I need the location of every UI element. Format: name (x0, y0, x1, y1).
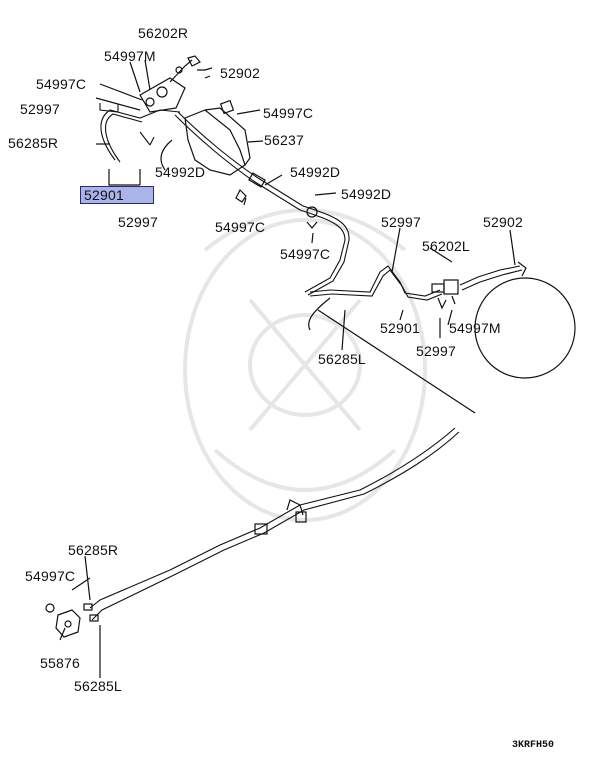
label-52997-a[interactable]: 52997 (20, 101, 60, 117)
label-52901-right[interactable]: 52901 (380, 320, 420, 336)
label-56202l[interactable]: 56202L (422, 238, 470, 254)
label-54997c-c[interactable]: 54997C (215, 219, 266, 235)
label-56285l-mid[interactable]: 56285L (318, 351, 366, 367)
label-56285l-bot[interactable]: 56285L (74, 678, 122, 694)
label-54997c-b[interactable]: 54997C (263, 105, 314, 121)
label-52901-highlight[interactable]: 52901 (80, 186, 154, 204)
label-56285r-top[interactable]: 56285R (8, 135, 59, 151)
label-55876[interactable]: 55876 (40, 655, 80, 671)
label-54997c-e[interactable]: 54997C (25, 568, 76, 584)
label-54992d-b[interactable]: 54992D (290, 164, 341, 180)
label-52997-c[interactable]: 52997 (381, 214, 421, 230)
label-56237[interactable]: 56237 (264, 132, 304, 148)
brake-pipe-center[interactable] (174, 111, 350, 296)
brake-pipe-underbody[interactable] (89, 427, 460, 621)
rear-brake-junction[interactable] (45, 603, 99, 638)
label-54997m-top[interactable]: 54997M (104, 48, 156, 64)
diagram-code: 3KRFH50 (512, 740, 555, 751)
watermark-emblem (183, 208, 427, 522)
label-52902-top[interactable]: 52902 (220, 65, 260, 81)
label-54997c-a[interactable]: 54997C (36, 76, 87, 92)
label-52997-d[interactable]: 52997 (416, 343, 456, 359)
label-54992d-a[interactable]: 54992D (155, 164, 206, 180)
label-56285r-bot[interactable]: 56285R (68, 542, 119, 558)
proportioning-valve[interactable] (139, 55, 213, 113)
brake-pipe-top-left[interactable] (99, 103, 181, 163)
label-54992d-c[interactable]: 54992D (341, 186, 392, 202)
label-54997m-right[interactable]: 54997M (449, 320, 501, 336)
label-56202r-top[interactable]: 56202R (138, 25, 189, 41)
label-54997c-d[interactable]: 54997C (280, 246, 331, 262)
rear-brake-hose-right[interactable] (459, 261, 589, 392)
leader-lines (59, 59, 516, 678)
label-52997-b[interactable]: 52997 (118, 214, 158, 230)
brake-pipe-rear-right[interactable] (309, 265, 459, 310)
label-52902-right[interactable]: 52902 (483, 214, 523, 230)
